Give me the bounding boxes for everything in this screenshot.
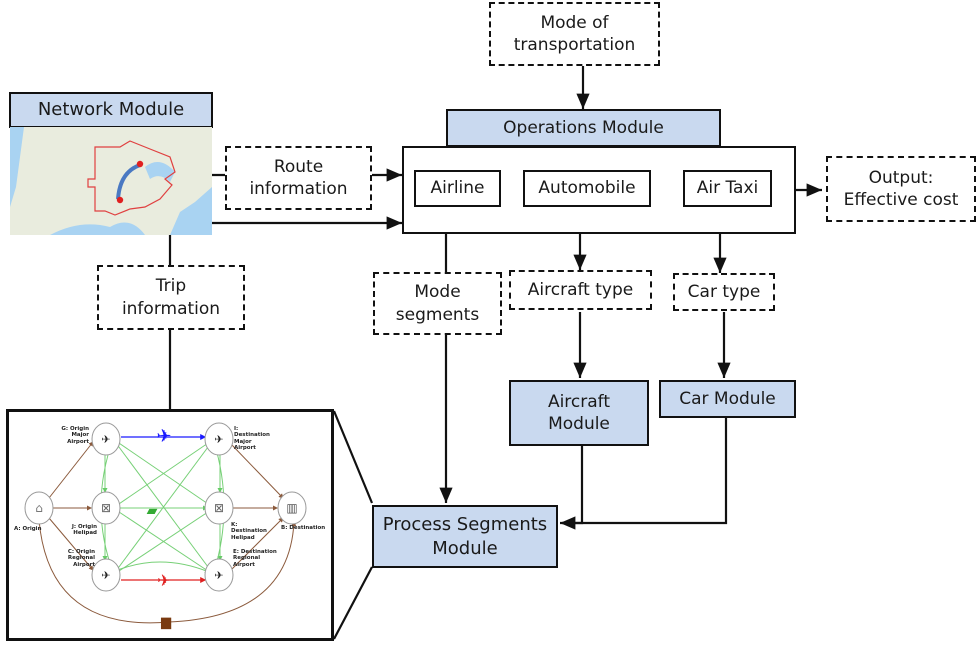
airplane-icon: ✈ — [156, 426, 171, 447]
network-module-title[interactable]: Network Module — [9, 92, 213, 128]
node-label-J: J: Origin Helipad — [71, 524, 97, 537]
process-segments-module[interactable]: Process Segments Module — [372, 505, 558, 568]
tower-icon: ✈ — [214, 569, 223, 582]
edge-brown — [48, 517, 94, 571]
car-module[interactable]: Car Module — [659, 380, 796, 418]
zoom-line-bottom — [333, 566, 373, 640]
mode-segments-box[interactable]: Mode segments — [373, 272, 502, 335]
node-label-I: I: Destination Major Airport — [234, 426, 270, 451]
node-K — [204, 491, 234, 525]
helipad-icon: ⊠ — [101, 501, 111, 515]
us-map-route-icon — [10, 127, 212, 235]
node-label-B: B: Destination — [281, 525, 326, 531]
node-label-E: E: Destination Regional Airport — [233, 549, 277, 568]
edge-brown — [48, 441, 94, 499]
edge-brown — [230, 443, 284, 499]
edge-green — [112, 507, 215, 576]
edge-green — [112, 438, 215, 509]
edge-aircraft-module-to-process — [562, 446, 584, 525]
edge-brown-car-route — [38, 519, 297, 624]
node-B — [277, 491, 307, 525]
node-C — [91, 558, 121, 592]
airplane-icon: ✈ — [157, 571, 170, 590]
helipad-icon: ⊠ — [214, 501, 224, 515]
edge-green — [112, 438, 215, 576]
inset-network-graph: ⌂ ✈ ⊠ ✈ ✈ ⊠ ✈ ▥ ✈ ▰ ✈ ▆ — [24, 422, 307, 630]
tower-icon: ✈ — [101, 569, 110, 582]
route-information-box[interactable]: Route information — [225, 146, 372, 210]
airport-icon: ✈ — [101, 433, 110, 446]
node-I — [204, 422, 234, 456]
aircraft-module[interactable]: Aircraft Module — [509, 380, 649, 446]
mode-of-transportation-box[interactable]: Mode of transportation — [489, 2, 660, 66]
mode-automobile[interactable]: Automobile — [523, 170, 651, 207]
car-type-box[interactable]: Car type — [673, 273, 775, 311]
house-icon: ⌂ — [35, 501, 43, 515]
zoom-line-top — [332, 410, 374, 504]
node-A — [24, 491, 54, 525]
node-label-C: C: Origin Regional Airport — [67, 549, 95, 568]
inset-network-diagram: ⌂ ✈ ⊠ ✈ ✈ ⊠ ✈ ▥ ✈ ▰ ✈ ▆ G: Origin Major … — [6, 409, 334, 641]
car-icon: ▆ — [160, 615, 172, 630]
edge-green — [112, 561, 210, 573]
mode-air-taxi[interactable]: Air Taxi — [683, 170, 772, 207]
trip-information-box[interactable]: Trip information — [97, 265, 245, 330]
node-label-K: K: Destination Helipad — [231, 522, 267, 541]
mode-airline[interactable]: Airline — [414, 170, 501, 207]
airport-icon: ✈ — [214, 433, 223, 446]
building-icon: ▥ — [286, 501, 297, 515]
node-E — [204, 558, 234, 592]
helicopter-icon: ▰ — [147, 503, 158, 519]
node-label-A: A: Origin — [14, 526, 42, 532]
aircraft-type-box[interactable]: Aircraft type — [509, 270, 652, 310]
node-J — [91, 491, 121, 525]
edge-brown — [230, 517, 284, 571]
output-effective-cost-box[interactable]: Output: Effective cost — [826, 156, 976, 222]
node-label-G: G: Origin Major Airport — [61, 426, 89, 445]
operations-module-title[interactable]: Operations Module — [446, 109, 721, 147]
node-G — [91, 422, 121, 456]
